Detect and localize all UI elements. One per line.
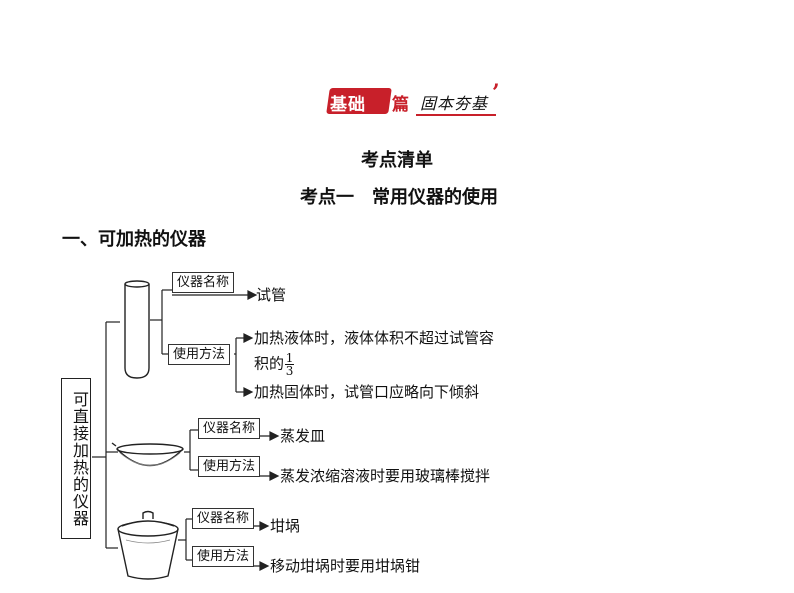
test-tube-icon: [124, 280, 150, 379]
banner-quote-mark: ’: [492, 80, 500, 106]
category-label: 可直接加热的仪器: [61, 378, 91, 539]
fraction-numerator: 1: [285, 351, 294, 365]
usage-text: 加热固体时，试管口应略向下倾斜: [254, 383, 480, 401]
usage-text: 移动坩埚时要用坩埚钳: [270, 557, 421, 575]
usage-text: 加热液体时，液体体积不超过试管容: [254, 329, 495, 347]
fraction-denominator: 3: [285, 364, 294, 378]
usage-label: 使用方法: [198, 456, 261, 477]
instrument-name-label: 仪器名称: [198, 418, 261, 439]
banner-subtitle: 固本夯基: [420, 94, 489, 113]
crucible-icon: [117, 510, 179, 580]
banner-pian: 篇: [392, 95, 409, 115]
instrument-name: 蒸发皿: [280, 427, 326, 445]
instrument-name-label: 仪器名称: [192, 508, 255, 529]
subsection-heading: 一、可加热的仪器: [62, 229, 206, 250]
evaporating-dish-icon: [111, 442, 184, 467]
usage-label: 使用方法: [192, 546, 255, 567]
banner-red-label: 基础: [330, 95, 366, 115]
instrument-name: 试管: [256, 286, 287, 304]
usage-text: 积的: [254, 354, 285, 373]
section-banner: 基础 篇 固本夯基 ’: [322, 80, 502, 118]
instrument-name: 坩埚: [270, 517, 301, 535]
usage-label: 使用方法: [168, 344, 231, 365]
topic-title: 考点一 常用仪器的使用: [300, 187, 498, 208]
usage-text: 蒸发浓缩溶液时要用玻璃棒搅拌: [280, 467, 491, 485]
instrument-name-label: 仪器名称: [172, 272, 235, 293]
banner-underline: [416, 114, 496, 116]
section-title: 考点清单: [361, 150, 433, 171]
